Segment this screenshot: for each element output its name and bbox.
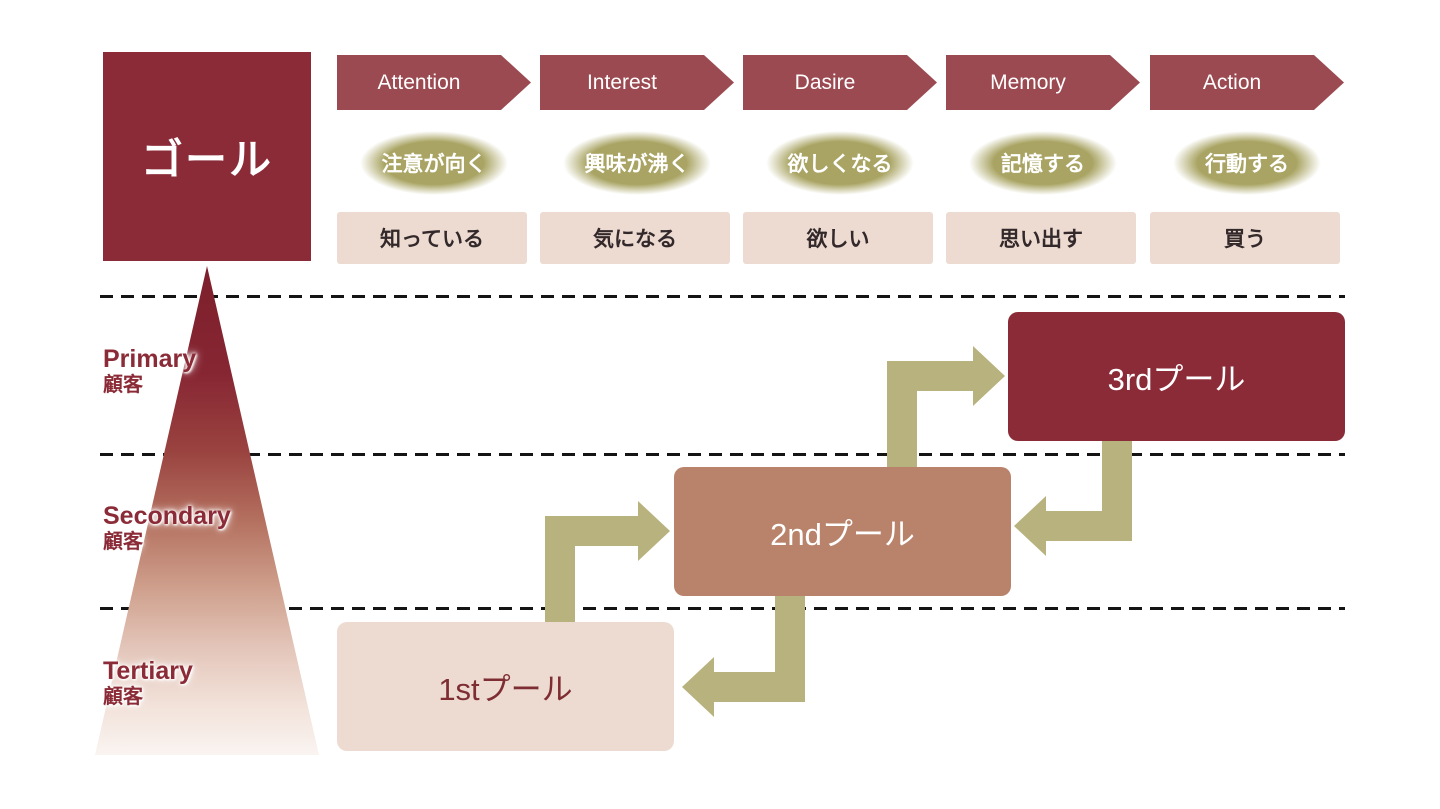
stage-feeling-action: 行動する xyxy=(1157,124,1337,202)
stage-chevron-memory: Memory xyxy=(946,55,1140,110)
stage-column-memory: Memory 記憶する 思い出す xyxy=(946,55,1140,267)
stage-chevron-dasire: Dasire xyxy=(743,55,937,110)
state-label: 欲しい xyxy=(806,228,870,251)
state-label: 気になる xyxy=(593,228,677,251)
stage-name: Interest xyxy=(586,70,658,94)
stage-feeling-interest: 興味が沸く xyxy=(547,124,727,202)
feeling-label: 注意が向く xyxy=(381,153,487,176)
tier-label-tertiary: Tertiary 顧客 xyxy=(103,657,193,709)
dashed-divider-3 xyxy=(100,607,1345,610)
pool-label: 1stプール xyxy=(438,672,573,707)
tier-kanji: 顧客 xyxy=(103,530,143,553)
tier-label-secondary: Secondary 顧客 xyxy=(103,502,231,554)
dashed-divider-1 xyxy=(100,295,1345,298)
stage-column-action: Action 行動する 買う xyxy=(1150,55,1344,267)
stage-feeling-attention: 注意が向く xyxy=(344,124,524,202)
arrow-3rd-to-2nd xyxy=(1014,440,1132,556)
arrow-2nd-to-3rd xyxy=(887,346,1005,470)
stage-column-dasire: Dasire 欲しくなる 欲しい xyxy=(743,55,937,267)
feeling-label: 興味が沸く xyxy=(584,153,690,176)
tier-name: Tertiary xyxy=(103,657,193,685)
stage-name: Attention xyxy=(377,70,461,94)
goal-label: ゴール xyxy=(140,136,273,183)
tier-name: Secondary xyxy=(103,502,231,530)
pool-3rd: 3rdプール xyxy=(1008,312,1345,441)
stage-name: Memory xyxy=(990,70,1066,94)
state-label: 思い出す xyxy=(999,228,1083,251)
stage-feeling-dasire: 欲しくなる xyxy=(750,124,930,202)
stage-state-action: 買う xyxy=(1150,212,1340,264)
dashed-divider-2 xyxy=(100,453,1345,456)
stage-state-interest: 気になる xyxy=(540,212,730,264)
tier-kanji: 顧客 xyxy=(103,685,143,708)
pool-1st: 1stプール xyxy=(337,622,674,751)
feeling-label: 行動する xyxy=(1205,153,1289,176)
tier-name: Primary xyxy=(103,345,197,373)
goal-box: ゴール xyxy=(103,52,311,261)
state-label: 知っている xyxy=(380,228,484,251)
stage-chevron-interest: Interest xyxy=(540,55,734,110)
stage-chevron-attention: Attention xyxy=(337,55,531,110)
tier-label-primary: Primary 顧客 xyxy=(103,345,196,397)
stage-state-memory: 思い出す xyxy=(946,212,1136,264)
pool-label: 3rdプール xyxy=(1107,362,1246,397)
feeling-label: 欲しくなる xyxy=(787,153,893,176)
feeling-label: 記憶する xyxy=(1001,153,1085,176)
arrow-2nd-to-1st xyxy=(682,594,805,717)
stage-state-attention: 知っている xyxy=(337,212,527,264)
stage-column-attention: Attention 注意が向く 知っている xyxy=(337,55,531,267)
pool-label: 2ndプール xyxy=(770,517,915,552)
stage-name: Action xyxy=(1202,70,1262,94)
stage-chevron-action: Action xyxy=(1150,55,1344,110)
stage-state-dasire: 欲しい xyxy=(743,212,933,264)
stage-feeling-memory: 記憶する xyxy=(953,124,1133,202)
stage-name: Dasire xyxy=(794,70,856,94)
tier-kanji: 顧客 xyxy=(103,373,143,396)
state-label: 買う xyxy=(1224,228,1266,251)
stage-column-interest: Interest 興味が沸く 気になる xyxy=(540,55,734,267)
pool-2nd: 2ndプール xyxy=(674,467,1011,596)
